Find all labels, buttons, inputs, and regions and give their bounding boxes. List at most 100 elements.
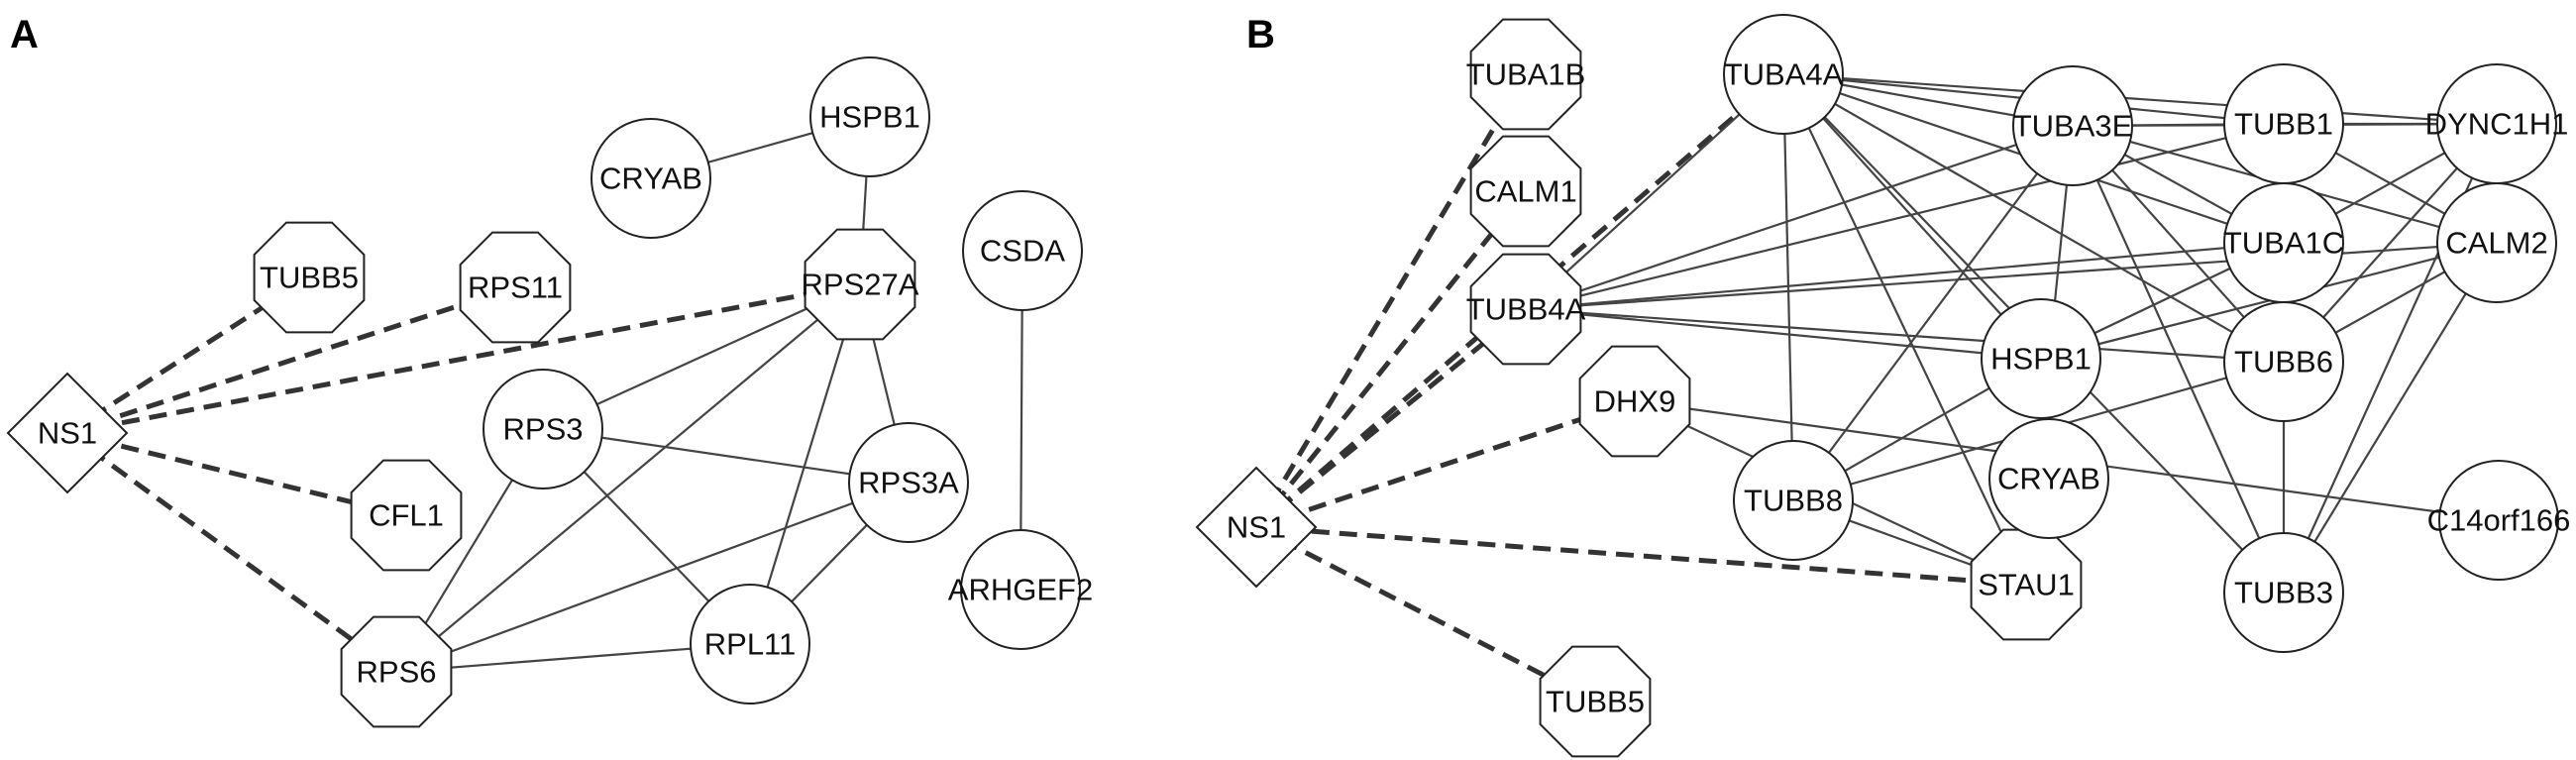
octagon-node-shape xyxy=(350,459,463,572)
circle-node-shape xyxy=(2223,532,2344,653)
circle-node-shape xyxy=(1981,298,2101,419)
node-label: CSDA xyxy=(980,234,1065,269)
node-label: RPS3A xyxy=(858,466,959,500)
node-tuba1c: TUBA1C xyxy=(2223,182,2344,303)
node-label: TUBA3E xyxy=(2013,109,2133,144)
node-dync1h1: DYNC1H1 xyxy=(2425,63,2569,184)
node-calm1: CALM1 xyxy=(1469,135,1582,248)
node-tubb5: TUBB5 xyxy=(253,221,366,334)
edge-ns1-cfl1 xyxy=(66,430,407,518)
diamond-node-shape xyxy=(1195,466,1318,589)
node-cryab: CRYAB xyxy=(590,118,711,239)
node-dhx9: DHX9 xyxy=(1578,345,1691,458)
node-stau1: STAU1 xyxy=(1970,528,2083,641)
edge-tuba4a-hspb1 xyxy=(1782,73,2042,360)
node-hspb1: HSPB1 xyxy=(809,56,930,177)
edge-ns1-stau1 xyxy=(1255,524,2027,588)
edge-tubb1-tubb4a xyxy=(1525,122,2285,311)
node-label: RPS11 xyxy=(468,271,563,305)
node-rps3a: RPS3A xyxy=(848,422,969,543)
octagon-node-shape xyxy=(1469,253,1582,366)
node-ns1: NS1 xyxy=(1195,466,1318,589)
edge-tuba4a-dync1h1 xyxy=(1782,72,2498,126)
diamond-node-shape xyxy=(6,372,129,494)
node-label: DYNC1H1 xyxy=(2425,107,2569,142)
octagon-node-shape xyxy=(1970,528,2083,641)
node-c14orf166: C14orf166 xyxy=(2427,460,2571,581)
circle-node-shape xyxy=(483,369,603,489)
node-label: TUBA4A xyxy=(1724,57,1844,92)
edge-tubb4a-tubb6 xyxy=(1525,307,2285,364)
node-label: RPS27A xyxy=(802,268,919,302)
circle-node-shape xyxy=(809,56,930,177)
circle-node-shape xyxy=(590,118,711,239)
node-tuba4a: TUBA4A xyxy=(1723,14,1844,135)
node-label: CFL1 xyxy=(369,498,444,533)
node-label: HSPB1 xyxy=(1990,342,2092,377)
node-label: TUBB1 xyxy=(2234,107,2333,142)
edge-ns1-rps11 xyxy=(66,284,516,436)
node-label: C14orf166 xyxy=(2427,503,2571,538)
node-label: DHX9 xyxy=(1594,384,1676,419)
octagon-node-shape xyxy=(459,231,572,344)
edge-rps27a-rpl11 xyxy=(748,283,862,645)
panel-b-label: B xyxy=(1246,13,1275,56)
node-rps6: RPS6 xyxy=(340,615,453,728)
edge-rps3a-rps6 xyxy=(395,481,910,674)
node-rps3: RPS3 xyxy=(483,369,603,489)
octagon-node-shape xyxy=(1469,18,1582,131)
edge-tuba4a-tubb8 xyxy=(1781,73,1795,501)
node-tubb1: TUBB1 xyxy=(2223,63,2344,184)
edge-tuba3e-tubb3 xyxy=(2071,125,2286,594)
node-tubb3: TUBB3 xyxy=(2223,532,2344,653)
node-label: NS1 xyxy=(38,416,97,451)
node-csda: CSDA xyxy=(962,190,1083,311)
edge-ns1-calm1 xyxy=(1254,189,1528,529)
node-label: TUBB6 xyxy=(2234,345,2333,380)
octagon-node-shape xyxy=(1539,645,1652,758)
edge-tubb4a-hspb1 xyxy=(1525,307,2042,361)
edge-tuba4a-stau1 xyxy=(1782,73,2027,586)
node-label: TUBA1B xyxy=(1466,57,1586,92)
circle-node-shape xyxy=(1723,14,1844,135)
circle-node-shape xyxy=(1988,418,2109,539)
edge-ns1-tuba1b xyxy=(1253,72,1529,529)
node-label: CRYAB xyxy=(599,162,702,196)
node-label: TUBB3 xyxy=(2234,576,2333,610)
node-label: TUBB4A xyxy=(1466,292,1586,327)
edge-ns1-rps6 xyxy=(65,430,398,675)
node-hspb1: HSPB1 xyxy=(1981,298,2101,419)
circle-node-shape xyxy=(960,529,1081,650)
circle-node-shape xyxy=(2223,301,2344,422)
node-tubb8: TUBB8 xyxy=(1733,440,1854,561)
node-label: TUBB5 xyxy=(260,261,359,295)
octagon-node-shape xyxy=(253,221,366,334)
octagon-node-shape xyxy=(340,615,453,728)
node-label: RPS3 xyxy=(503,412,584,447)
node-rps27a: RPS27A xyxy=(802,228,919,341)
circle-node-shape xyxy=(962,190,1083,311)
node-cfl1: CFL1 xyxy=(350,459,463,572)
node-label: ARHGEF2 xyxy=(948,573,1093,607)
node-label: TUBA1C xyxy=(2223,226,2344,261)
node-label: RPS6 xyxy=(357,655,437,690)
edge-rps3-rps3a xyxy=(542,427,910,485)
circle-node-shape xyxy=(1733,440,1854,561)
edge-ns1-dhx9 xyxy=(1255,398,1636,530)
edge-calm2-tubb4a xyxy=(1525,241,2498,311)
node-label: HSPB1 xyxy=(819,100,920,135)
node-tubb4a: TUBB4A xyxy=(1466,253,1586,366)
circle-node-shape xyxy=(2012,65,2133,186)
node-tubb5: TUBB5 xyxy=(1539,645,1652,758)
octagon-node-shape xyxy=(804,228,916,341)
edge-tuba3e-tubb8 xyxy=(1792,125,2074,501)
node-ns1: NS1 xyxy=(6,372,129,494)
node-label: CALM1 xyxy=(1474,174,1576,209)
node-label: CALM2 xyxy=(2445,226,2547,261)
node-label: RPL11 xyxy=(704,627,797,662)
